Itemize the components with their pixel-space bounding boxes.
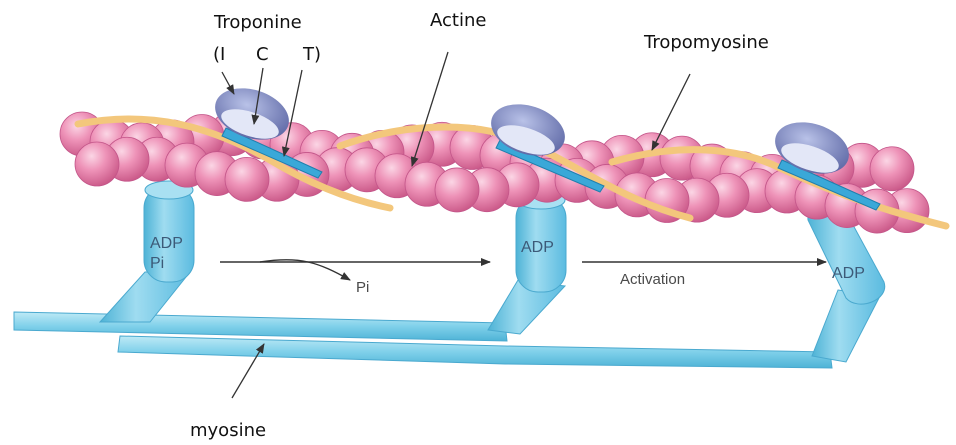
actin-bead (870, 147, 914, 191)
label-troponine-t: T) (302, 44, 321, 65)
label-head1-adp: ADP (150, 235, 183, 252)
label-troponine-c: C (256, 44, 269, 65)
myosin-head-2 (488, 191, 566, 334)
label-actine: Actine (430, 10, 486, 31)
label-head3-adp: ADP (832, 265, 865, 282)
actin-bead (435, 168, 479, 212)
myosin-tail-upper (14, 312, 507, 341)
label-pi-released: Pi (356, 279, 369, 296)
actin-bead (75, 142, 119, 186)
label-troponine-i: (I (213, 44, 225, 65)
label-troponine: Troponine (213, 12, 302, 33)
label-tropomyosine: Tropomyosine (643, 32, 769, 53)
label-head2-adp: ADP (521, 239, 554, 256)
actin-bead (225, 157, 269, 201)
leader-troponine-i (222, 72, 234, 94)
label-myosine: myosine (190, 420, 266, 441)
arrow-pi-branch (260, 260, 350, 280)
label-activation: Activation (620, 271, 685, 288)
label-head1-pi: Pi (150, 255, 164, 272)
myosin-tail-lower (118, 336, 832, 368)
